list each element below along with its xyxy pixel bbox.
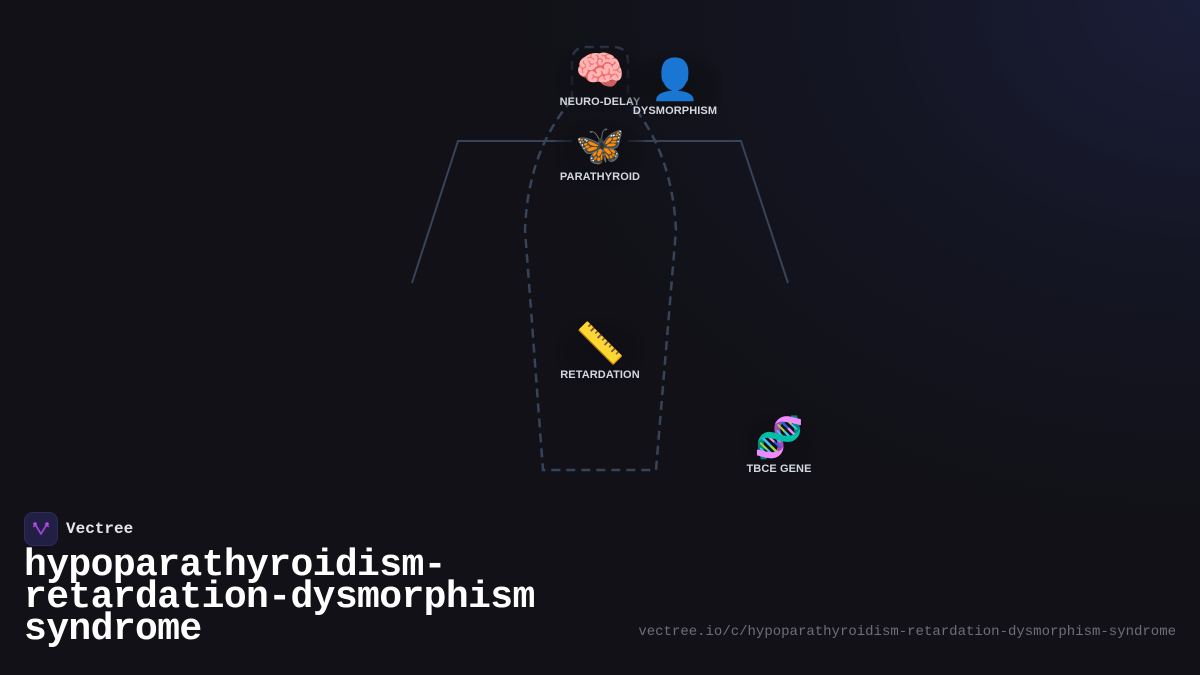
person-silhouette-icon: 👤 (650, 57, 700, 103)
node-label: RETARDATION (560, 369, 640, 381)
title-line-2: retardation-dysmorphism (24, 576, 535, 619)
butterfly-icon: 🦋 (575, 123, 625, 169)
brand-name: Vectree (66, 520, 134, 538)
right-arm-line (628, 140, 789, 284)
brain-icon: 🧠 (575, 48, 625, 94)
torso-outline (523, 99, 678, 472)
node-label: NEURO-DELAY (559, 96, 641, 108)
title-line-1: hypoparathyroidism- (24, 544, 446, 587)
brand: Vectree (24, 512, 133, 546)
page-url[interactable]: vectree.io/c/hypoparathyroidism-retardat… (638, 624, 1176, 640)
node-tbce-gene[interactable]: 🧬 TBCE GENE (740, 411, 818, 479)
node-retardation[interactable]: 📏 RETARDATION (554, 317, 646, 385)
node-label: PARATHYROID (559, 171, 641, 183)
ruler-icon: 📏 (575, 321, 625, 367)
vectree-logo-icon (24, 512, 58, 546)
page-title: hypoparathyroidism- retardation-dysmorph… (24, 544, 584, 651)
title-line-3: syndrome (24, 608, 202, 651)
left-arm-line (411, 140, 572, 284)
dna-icon: 🧬 (754, 415, 804, 461)
node-label: TBCE GENE (746, 463, 812, 475)
node-dysmorphism[interactable]: 👤 DYSMORPHISM (626, 53, 724, 121)
node-label: DYSMORPHISM (632, 105, 718, 117)
node-parathyroid[interactable]: 🦋 PARATHYROID (553, 119, 647, 187)
